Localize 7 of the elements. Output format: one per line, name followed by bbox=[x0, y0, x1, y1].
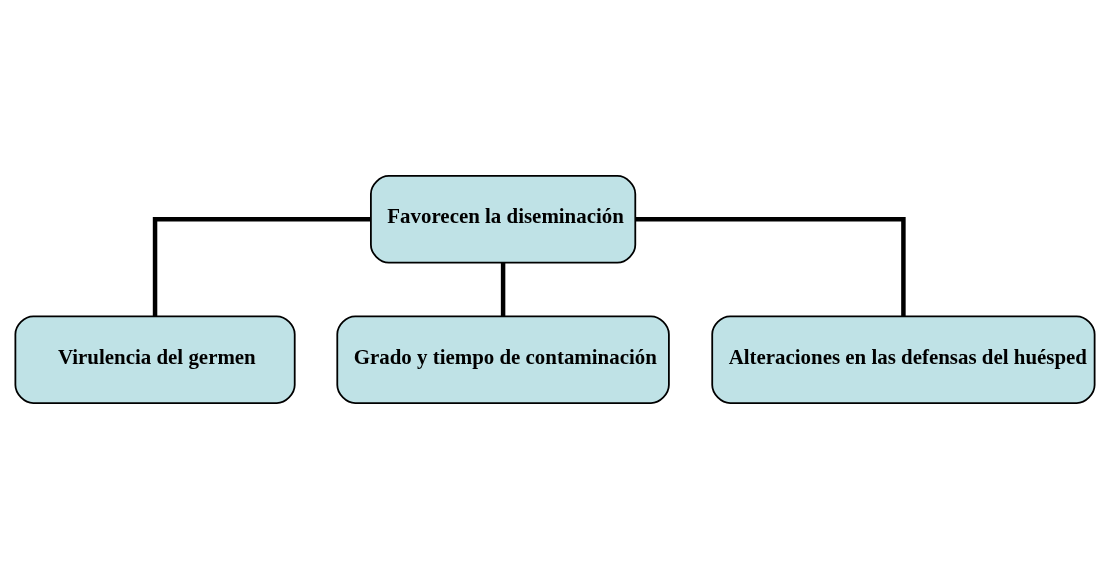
node-box: Favorecen la diseminación bbox=[370, 174, 637, 263]
node-box: Grado y tiempo de contaminación bbox=[336, 315, 670, 404]
node-box: Alteraciones en las defensas del huésped bbox=[711, 315, 1096, 404]
connector bbox=[635, 216, 906, 316]
node-box: Virulencia del germen bbox=[14, 315, 296, 404]
connector bbox=[500, 262, 506, 316]
connector bbox=[152, 216, 371, 316]
